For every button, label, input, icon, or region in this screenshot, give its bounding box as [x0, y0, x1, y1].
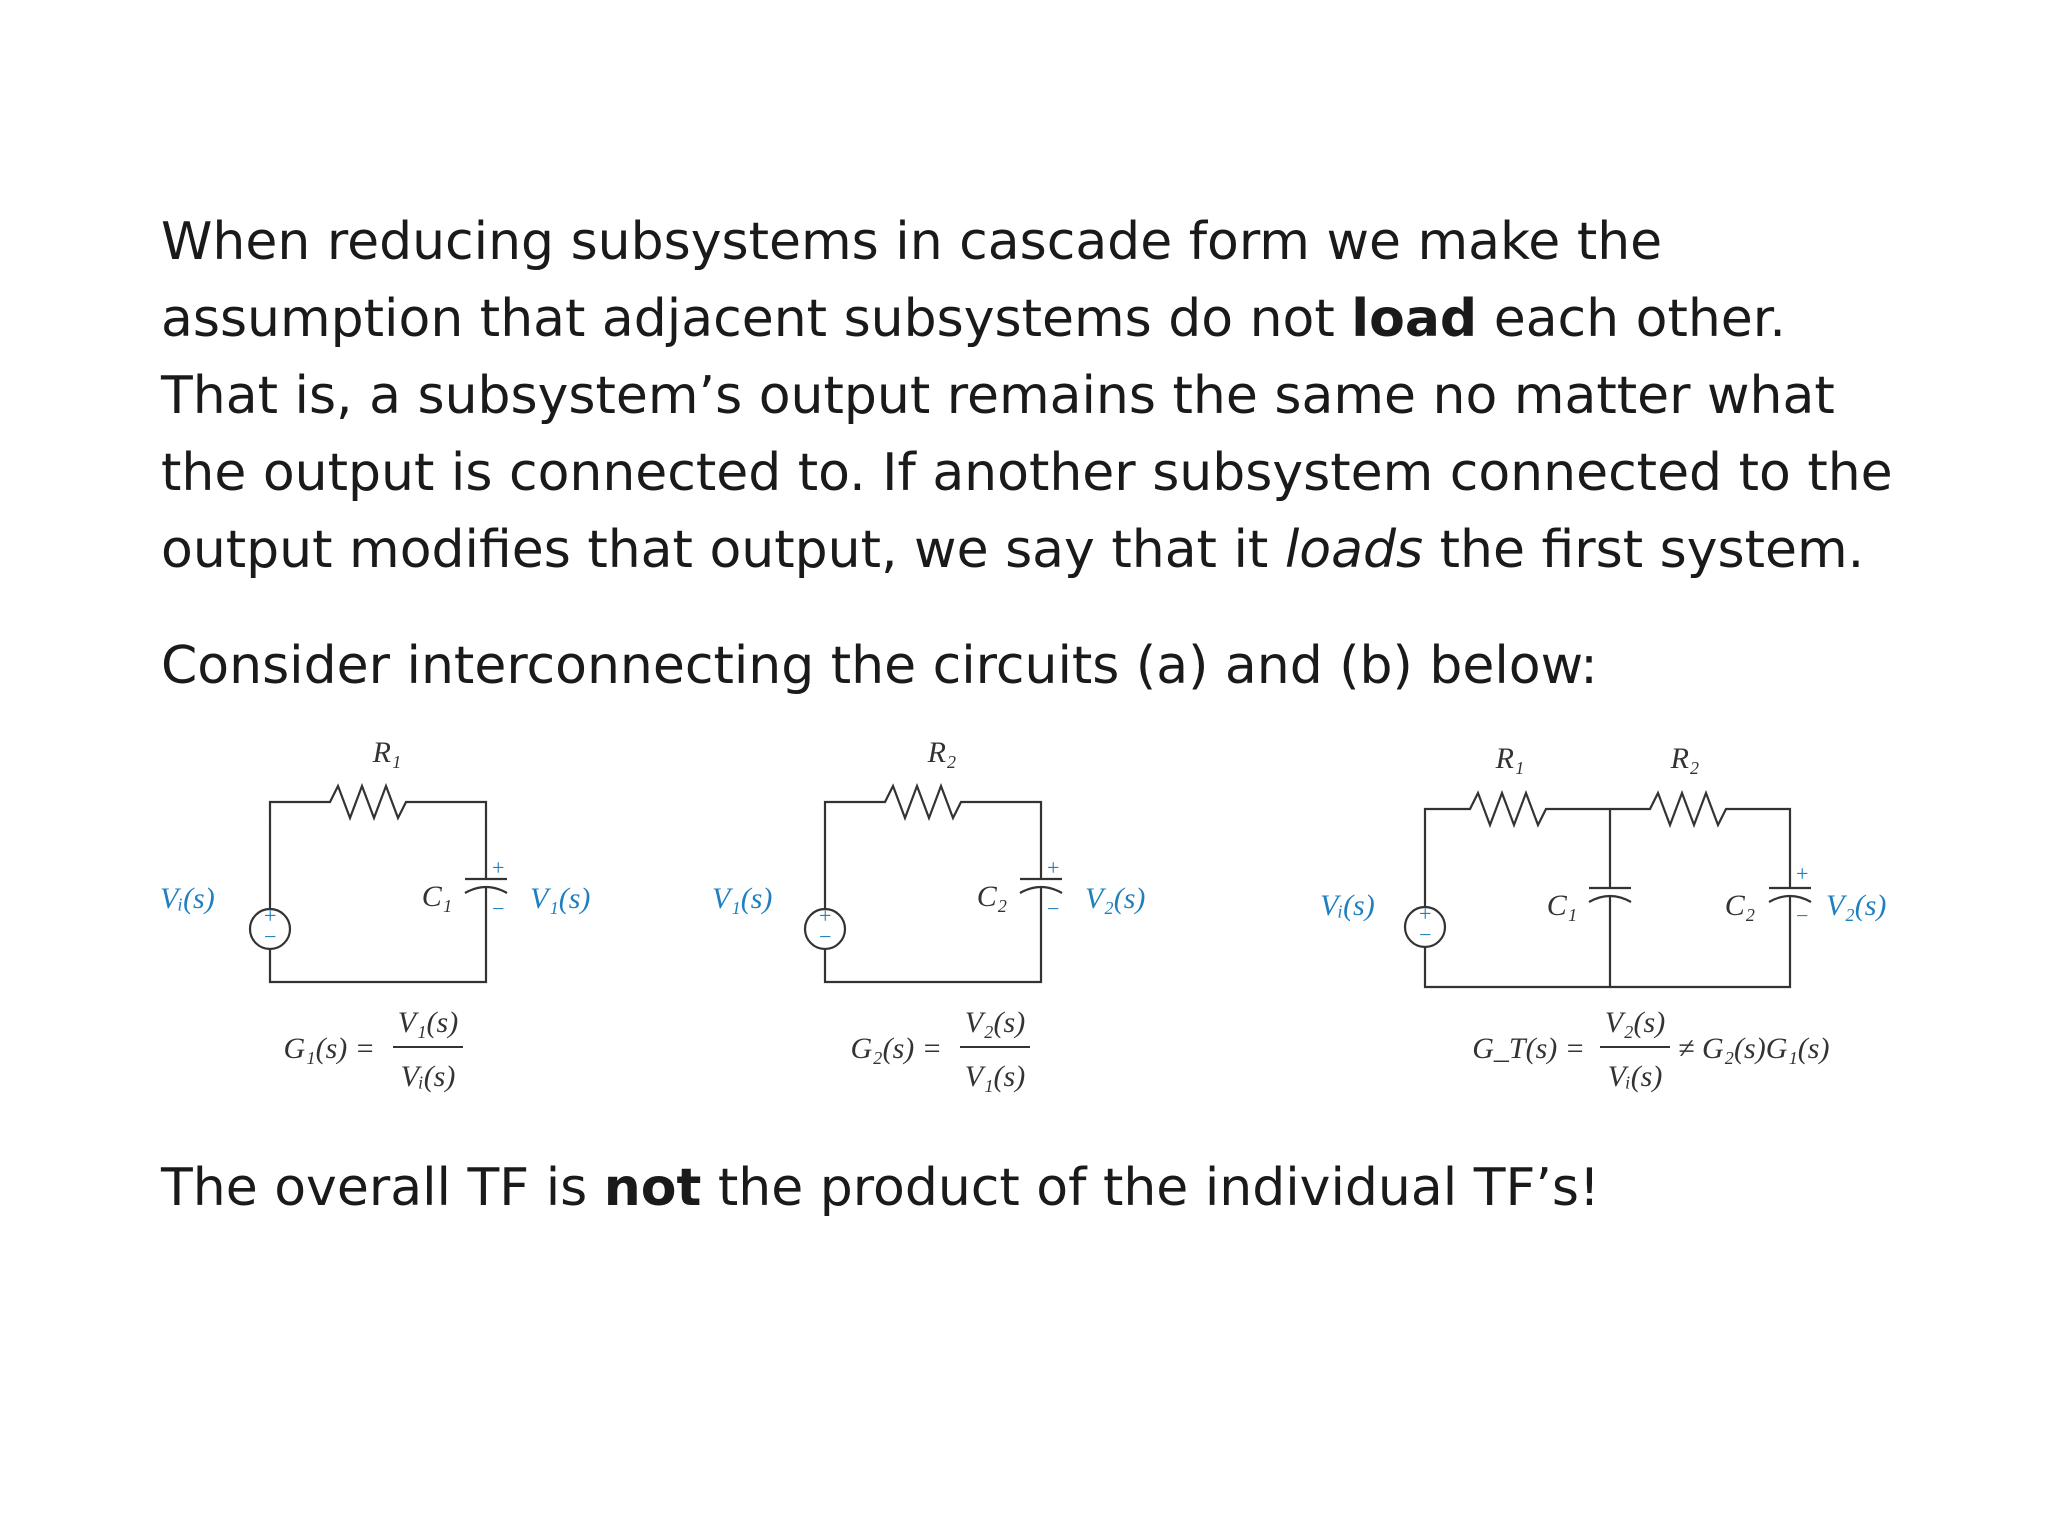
output-minus: −: [1795, 903, 1810, 928]
loads-emphasis: loads: [1284, 520, 1424, 580]
intro-line-2-tail: each other.: [1477, 289, 1786, 349]
resistor2-label: R₂: [1670, 742, 1700, 775]
tf-denominator: Vᵢ(s): [401, 1060, 456, 1093]
input-voltage-label: Vᵢ(s): [1320, 889, 1375, 922]
source-plus: +: [1418, 901, 1433, 926]
source-plus: +: [818, 903, 833, 928]
capacitor-plate-bottom: [1019, 885, 1063, 894]
output-minus: −: [1046, 896, 1061, 921]
output-plus: +: [1795, 861, 1810, 886]
intro-line-3: That is, a subsystem’s output remains th…: [161, 366, 1835, 426]
intro-line-2: assumption that adjacent subsystems do n…: [161, 281, 1961, 358]
source-plus: +: [263, 903, 278, 928]
output-plus: +: [1046, 855, 1061, 880]
tf-not-equal-product: ≠ G₂(s)G₁(s): [1678, 1032, 1829, 1065]
source-minus: −: [263, 924, 278, 949]
capacitor2-plate-bottom: [1768, 894, 1812, 903]
conclusion-tail: the product of the individual TF’s!: [701, 1158, 1600, 1218]
circuit-a-wiring: [268, 782, 508, 984]
tf-numerator: V₂(s): [965, 1006, 1025, 1039]
circuit-combined-diagram: + − + − R₁ R₂ C₁ C₂ Vᵢ(s) V₂(s) G_T(s) =…: [1320, 742, 1886, 1093]
not-emphasis: not: [603, 1158, 702, 1218]
voltage-source-icon: [803, 907, 847, 951]
intro-line-1: When reducing subsystems in cascade form…: [161, 212, 1663, 272]
resistor-label: R₂: [927, 736, 957, 769]
tf-denominator: V₁(s): [965, 1060, 1025, 1093]
intro-line-4: the output is connected to. If another s…: [161, 443, 1893, 503]
capacitor2-label: C₂: [1725, 889, 1755, 922]
input-voltage-label: Vᵢ(s): [160, 882, 215, 915]
resistor1-label: R₁: [1495, 742, 1525, 775]
output-voltage-label: V₂(s): [1826, 889, 1886, 922]
capacitor-plate-bottom: [464, 885, 508, 894]
input-voltage-label: V₁(s): [712, 882, 772, 915]
voltage-source-icon: [248, 907, 292, 951]
capacitor-label: C₁: [422, 880, 452, 913]
output-voltage-label: V₂(s): [1085, 882, 1145, 915]
intro-line-2-text: assumption that adjacent subsystems do n…: [161, 289, 1352, 349]
conclusion-text: The overall TF is: [161, 1158, 604, 1218]
circuit-a-diagram: + − + − R₁ C₁ Vᵢ(s) V₁(s) G₁(s) = V₁(s) …: [160, 736, 590, 1093]
circuit-b-diagram: + − + − R₂ C₂ V₁(s) V₂(s) G₂(s) = V₂(s) …: [712, 736, 1145, 1093]
source-minus: −: [1418, 922, 1433, 947]
load-emphasis: load: [1351, 289, 1478, 349]
tf-denominator: Vᵢ(s): [1608, 1060, 1663, 1093]
intro-line-5: output modifies that output, we say that…: [161, 512, 1961, 589]
tf-numerator: V₁(s): [398, 1006, 458, 1039]
output-voltage-label: V₁(s): [530, 882, 590, 915]
tf-lhs: G₁(s) =: [284, 1032, 376, 1065]
capacitor1-plate-bottom: [1588, 894, 1632, 903]
consider-paragraph: Consider interconnecting the circuits (a…: [161, 636, 1598, 696]
voltage-source-icon: [1403, 905, 1447, 949]
capacitor1-label: C₁: [1547, 889, 1577, 922]
tf-numerator: V₂(s): [1605, 1006, 1665, 1039]
source-minus: −: [818, 924, 833, 949]
circuit-b-wiring: [823, 782, 1063, 984]
output-minus: −: [491, 896, 506, 921]
capacitor-label: C₂: [977, 880, 1007, 913]
circuit-combined-wiring: [1423, 789, 1812, 989]
tf-lhs: G_T(s) =: [1472, 1032, 1585, 1065]
output-plus: +: [491, 855, 506, 880]
conclusion-paragraph: The overall TF is not the product of the…: [161, 1150, 1600, 1227]
tf-lhs: G₂(s) =: [851, 1032, 943, 1065]
intro-line-5-tail: the first system.: [1423, 520, 1865, 580]
intro-line-5-text: output modifies that output, we say that…: [161, 520, 1285, 580]
intro-paragraph: When reducing subsystems in cascade form…: [161, 204, 1961, 589]
resistor-label: R₁: [372, 736, 402, 769]
